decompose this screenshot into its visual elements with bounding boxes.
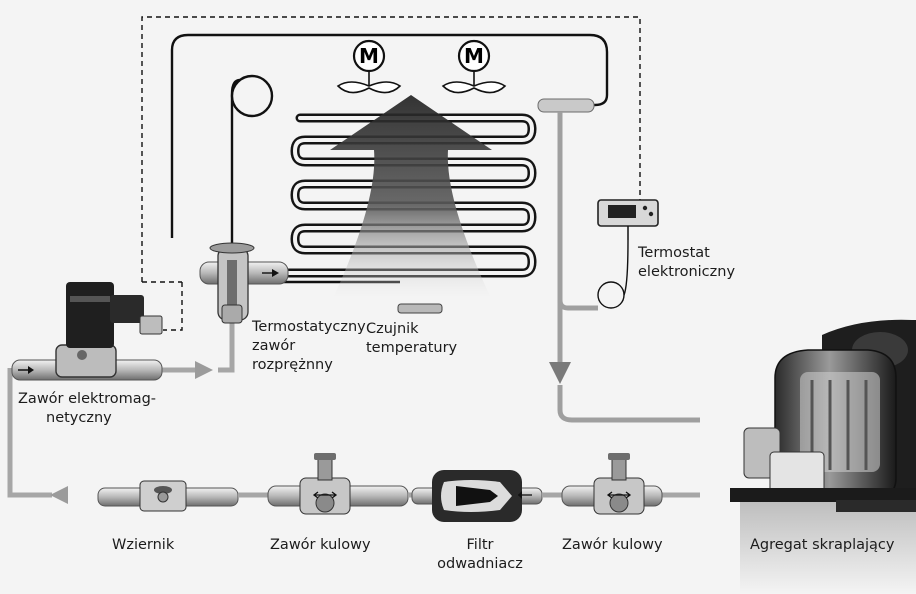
airflow-arrow <box>330 95 492 296</box>
fan-motor-right-icon <box>457 39 491 73</box>
sight-glass <box>97 480 239 512</box>
solenoid-valve-label-line-2: netyczny <box>46 410 112 426</box>
control-wiring <box>141 16 641 331</box>
filter-drier <box>411 470 543 522</box>
flow-arrow-solenoid <box>195 361 213 379</box>
suction-line <box>557 112 700 423</box>
sight-glass-label: Wziernik <box>112 537 175 553</box>
expansion-valve-label: Termostatyczny zawór rozprężnny <box>252 318 366 375</box>
fan-left: M <box>336 39 402 94</box>
solenoid-valve-label: Zawór elektromag- netyczny <box>18 390 156 428</box>
fan-motor-left-label: M <box>359 44 379 68</box>
filter-drier-label-line-1: Filtr <box>466 537 494 553</box>
liquid-line <box>7 320 700 498</box>
expansion-valve-label-line-3: rozprężnny <box>252 357 333 373</box>
fan-motor-right-label: M <box>464 44 484 68</box>
expansion-valve-label-line-1: Termostatyczny <box>252 319 366 335</box>
temperature-sensor-probe <box>397 303 443 314</box>
fan-motor-left-icon <box>352 39 386 73</box>
fan-right: M <box>441 39 507 94</box>
ball-valve-left <box>267 453 409 515</box>
solenoid-valve <box>11 282 163 381</box>
electronic-thermostat-label-line-2: elektroniczny <box>638 264 736 280</box>
condensing-unit <box>730 319 916 594</box>
ball-valve-right <box>561 453 663 515</box>
temperature-sensor-label-line-2: temperatury <box>366 340 458 356</box>
electronic-thermostat-label-line-1: Termostat <box>638 245 710 261</box>
temperature-sensor-label-line-1: Czujnik <box>366 321 419 337</box>
suction-flow-arrow <box>549 362 571 384</box>
ball-valve-right-label: Zawór kulowy <box>562 537 663 553</box>
filter-drier-label: Filtr odwadniacz <box>420 536 540 574</box>
electronic-thermostat-device <box>597 199 659 309</box>
expansion-valve-label-line-2: zawór <box>252 338 296 354</box>
ball-valve-left-label: Zawór kulowy <box>270 537 371 553</box>
flow-arrow-bottom <box>50 486 68 504</box>
condensing-unit-label: Agregat skraplający <box>750 537 895 553</box>
thermostatic-expansion-valve <box>199 242 289 324</box>
temperature-sensor-label: Czujnik temperatury <box>366 320 457 358</box>
electronic-thermostat-label: Termostat elektroniczny <box>638 244 735 282</box>
solenoid-valve-label-line-1: Zawór elektromag- <box>18 391 157 407</box>
suction-bulb <box>537 98 595 113</box>
filter-drier-label-line-2: odwadniacz <box>437 556 523 572</box>
